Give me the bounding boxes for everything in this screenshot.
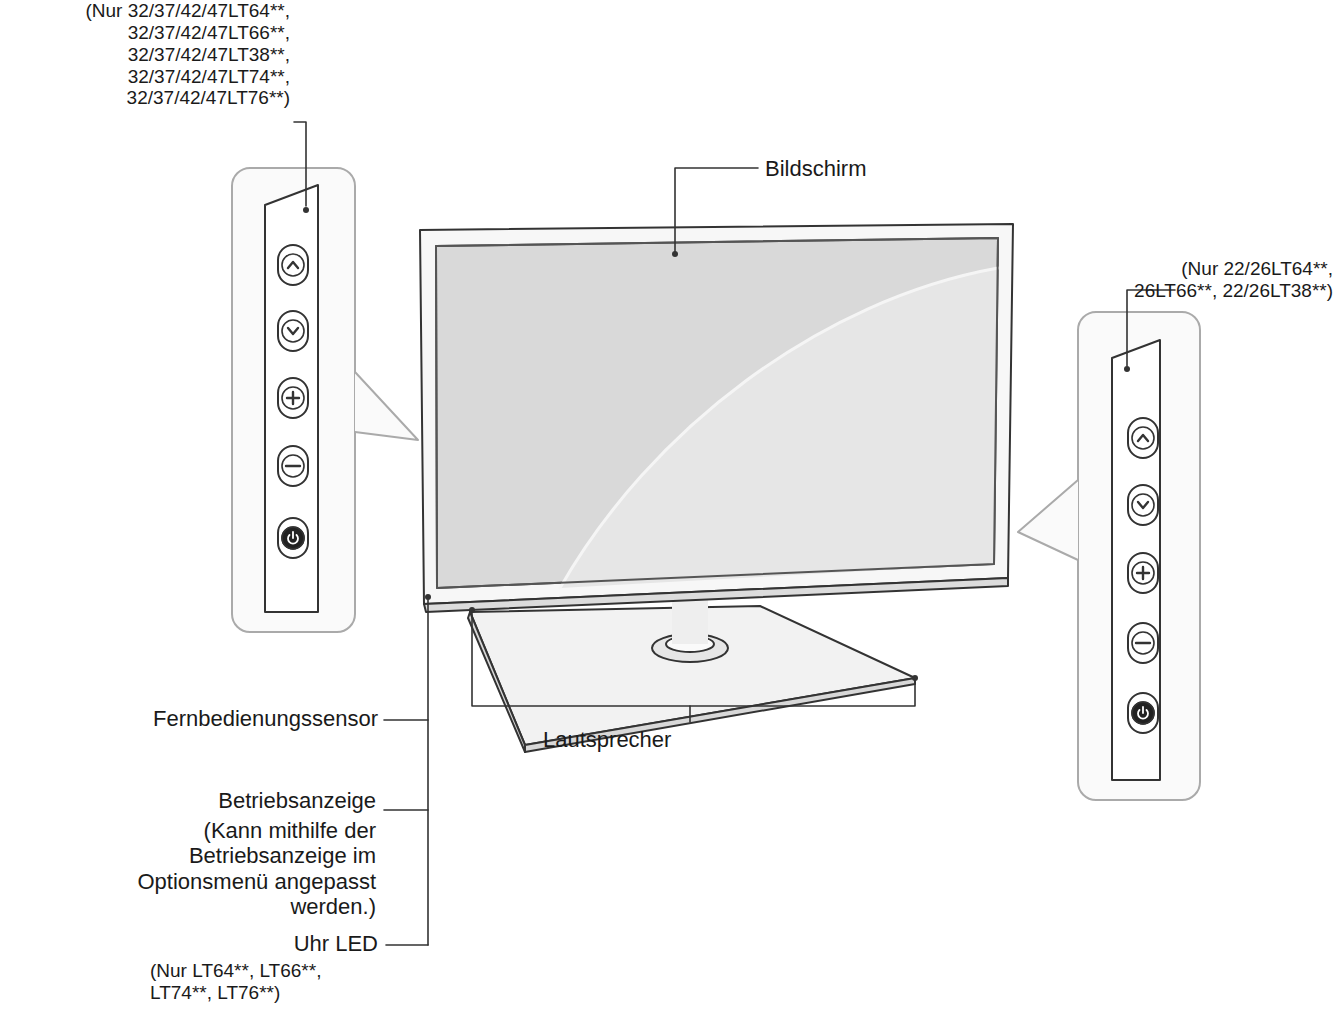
button-symbol (1128, 623, 1158, 663)
button-symbol (1132, 562, 1154, 584)
button-symbol (288, 328, 298, 334)
button-symbol (1138, 502, 1148, 508)
button-symbol (1132, 702, 1154, 724)
tv-stand (468, 598, 915, 752)
button-symbol (1132, 632, 1154, 654)
button-symbol (278, 518, 308, 558)
tv-body (420, 224, 1013, 612)
part-name: Fernbedienungssensor (153, 706, 378, 731)
button-symbol (282, 254, 304, 276)
button-symbol (278, 378, 308, 418)
button-symbol (278, 245, 308, 285)
button-symbol (1136, 642, 1150, 644)
button-symbol (288, 262, 298, 268)
button-symbol (282, 320, 304, 342)
button-symbol (1128, 693, 1158, 733)
button-symbol (282, 527, 304, 549)
part-name: Bildschirm (765, 156, 866, 181)
button-symbol (1128, 418, 1158, 458)
model-note: (Nur 32/37/42/47LT64**, 32/37/42/47LT66*… (5, 0, 290, 109)
button-symbol (287, 392, 299, 404)
leader-lines (294, 122, 1175, 945)
button-symbol (1128, 485, 1158, 525)
part-name: Betriebsanzeige (218, 788, 376, 813)
note: (Kann mithilfe der Betriebsanzeige im Op… (106, 818, 376, 919)
button-symbol (278, 446, 308, 486)
model-note: (Nur 22/26LT64**, 26LT66**, 22/26LT38**) (1128, 258, 1333, 302)
button-symbol (1138, 435, 1148, 441)
button-symbol (1132, 427, 1154, 449)
button-symbol (1132, 494, 1154, 516)
button-panel-right (1018, 312, 1200, 800)
part-name: Uhr LED (294, 931, 378, 956)
button-symbol (278, 311, 308, 351)
control-buttons (278, 245, 1158, 733)
button-panel-left (232, 168, 418, 632)
button-symbol (1137, 567, 1149, 579)
model-note: (Nur LT64**, LT66**, LT74**, LT76**) (150, 960, 382, 1004)
part-name: Lautsprecher (543, 727, 671, 752)
button-symbol (286, 465, 300, 467)
button-symbol (292, 532, 294, 538)
button-symbol (282, 455, 304, 477)
button-symbol (1142, 707, 1144, 713)
button-symbol (1128, 553, 1158, 593)
button-symbol (1132, 702, 1154, 724)
button-symbol (282, 527, 304, 549)
button-symbol (282, 387, 304, 409)
